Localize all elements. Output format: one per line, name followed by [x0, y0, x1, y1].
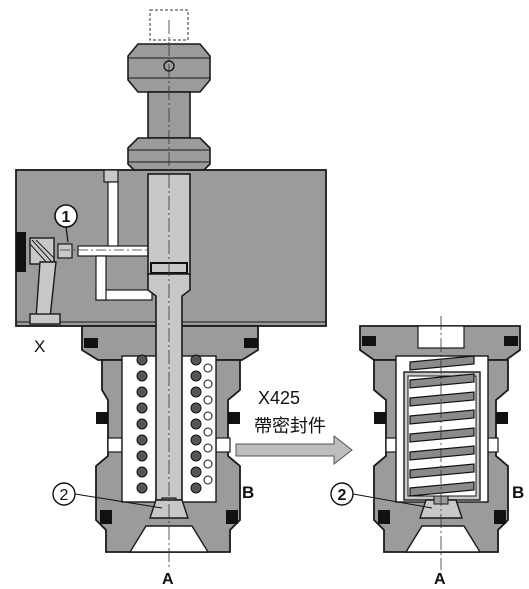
left-valve-assembly: 1 2 X B A — [15, 9, 327, 588]
right-valve-assembly: 2 B A — [330, 316, 524, 588]
dashed-cap-outline — [149, 9, 189, 41]
callout-2-left-label: 2 — [60, 487, 69, 504]
spring-coils-right — [409, 355, 475, 497]
variant-desc-label: 帶密封件 — [254, 416, 326, 436]
port-a-right-label: A — [434, 571, 446, 588]
port-b-right-label: B — [512, 483, 524, 502]
variant-code-label: X425 — [258, 388, 300, 408]
port-b-left-label: B — [242, 483, 254, 502]
spring-coils-left — [136, 354, 213, 494]
port-x-label: X — [34, 337, 45, 356]
port-a-left-label: A — [162, 571, 174, 588]
variant-arrow — [235, 434, 353, 466]
x-port-fitting — [29, 237, 73, 325]
callout-2-right-label: 2 — [338, 487, 347, 504]
variant-callout: X425 帶密封件 — [235, 388, 353, 466]
callout-1-label: 1 — [62, 209, 71, 226]
